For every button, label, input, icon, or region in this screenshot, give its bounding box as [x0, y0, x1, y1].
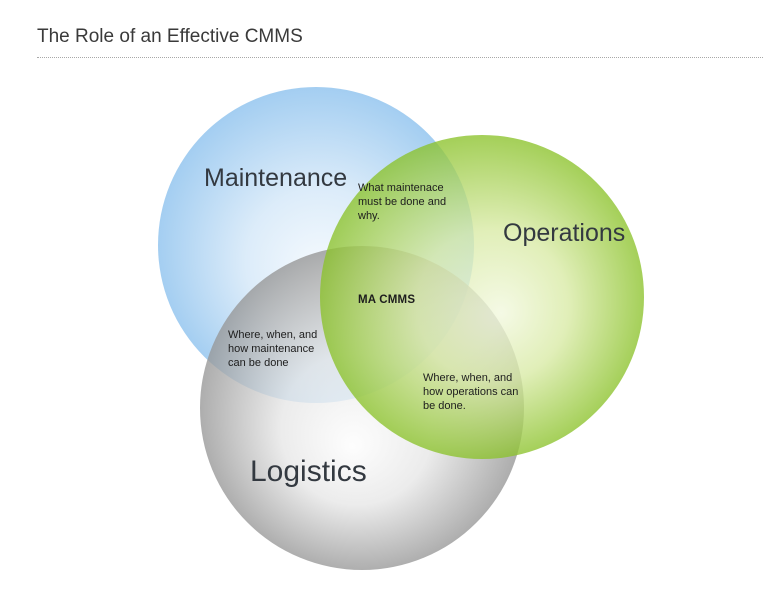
page-title: The Role of an Effective CMMS: [37, 26, 303, 47]
operations-label: Operations: [503, 219, 626, 247]
intersection-maintenance-operations-text: What maintenace must be done and why.: [358, 182, 447, 222]
intersection-maintenance-logistics-text: Where, when, and how maintenance can be …: [228, 329, 318, 369]
intersection-operations-logistics-text: Where, when, and how operations can be d…: [423, 372, 519, 412]
operations-circle: [320, 135, 644, 459]
title-separator: [37, 57, 763, 58]
logistics-label: Logistics: [250, 455, 367, 488]
center-intersection-label: MA CMMS: [358, 294, 416, 306]
maintenance-label: Maintenance: [204, 164, 348, 192]
